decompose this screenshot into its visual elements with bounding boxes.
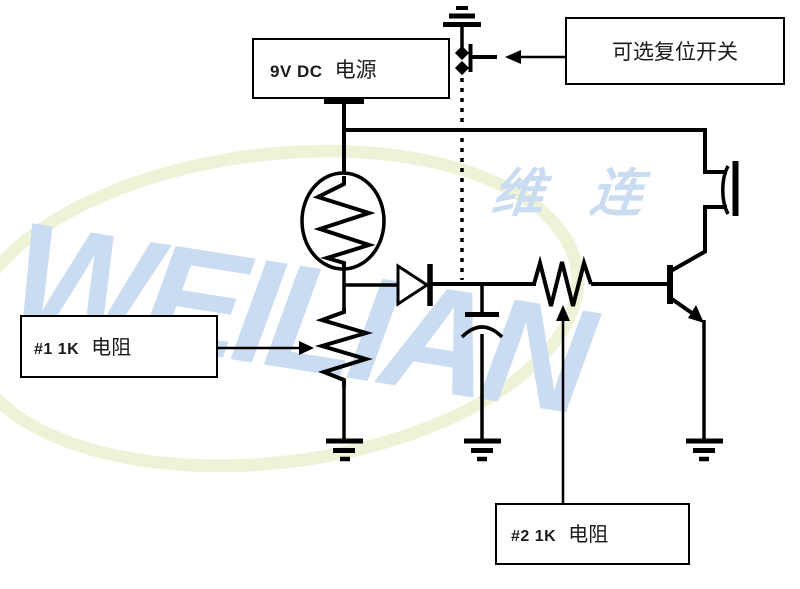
- reset-pushbutton-switch-icon: [454, 44, 497, 76]
- resistor-2-label-num: #2 1K: [511, 528, 557, 545]
- resistor-1-label-num: #1 1K: [34, 341, 80, 358]
- resistor-1-label-box: #1 1K 电阻: [20, 315, 218, 378]
- ground-right-icon: [686, 438, 723, 462]
- ground-middle-icon: [464, 438, 501, 462]
- resistor-1-label-cn: 电阻: [91, 337, 132, 359]
- npn-transistor-icon: [667, 205, 707, 442]
- diode-icon: [396, 263, 433, 307]
- reset-pointer-arrow: [505, 50, 565, 64]
- ground-left-icon: [326, 438, 363, 462]
- reset-switch-label-box: 可选复位开关: [565, 17, 785, 85]
- resistor-2-pointer-arrow: [556, 305, 570, 503]
- resistor-1-pointer-arrow: [218, 341, 314, 355]
- capacitor-icon: [460, 284, 504, 442]
- resistor-1-icon: [314, 308, 374, 442]
- power-label-cn: 电源: [334, 59, 377, 82]
- power-label-box: 9V DC 电源: [252, 38, 450, 99]
- speaker-icon: [705, 161, 739, 216]
- power-feed-wire: [324, 96, 364, 178]
- resistor-2-label-cn: 电阻: [568, 524, 609, 546]
- resistor-2-label-box: #2 1K 电阻: [495, 503, 690, 565]
- reset-switch-label: 可选复位开关: [612, 41, 738, 64]
- junction-wires: [342, 266, 669, 312]
- power-label-en: 9V DC: [270, 62, 323, 81]
- resistor-2-icon: [532, 255, 593, 307]
- photocell-icon: [300, 171, 386, 271]
- main-bus-wire: [342, 128, 707, 174]
